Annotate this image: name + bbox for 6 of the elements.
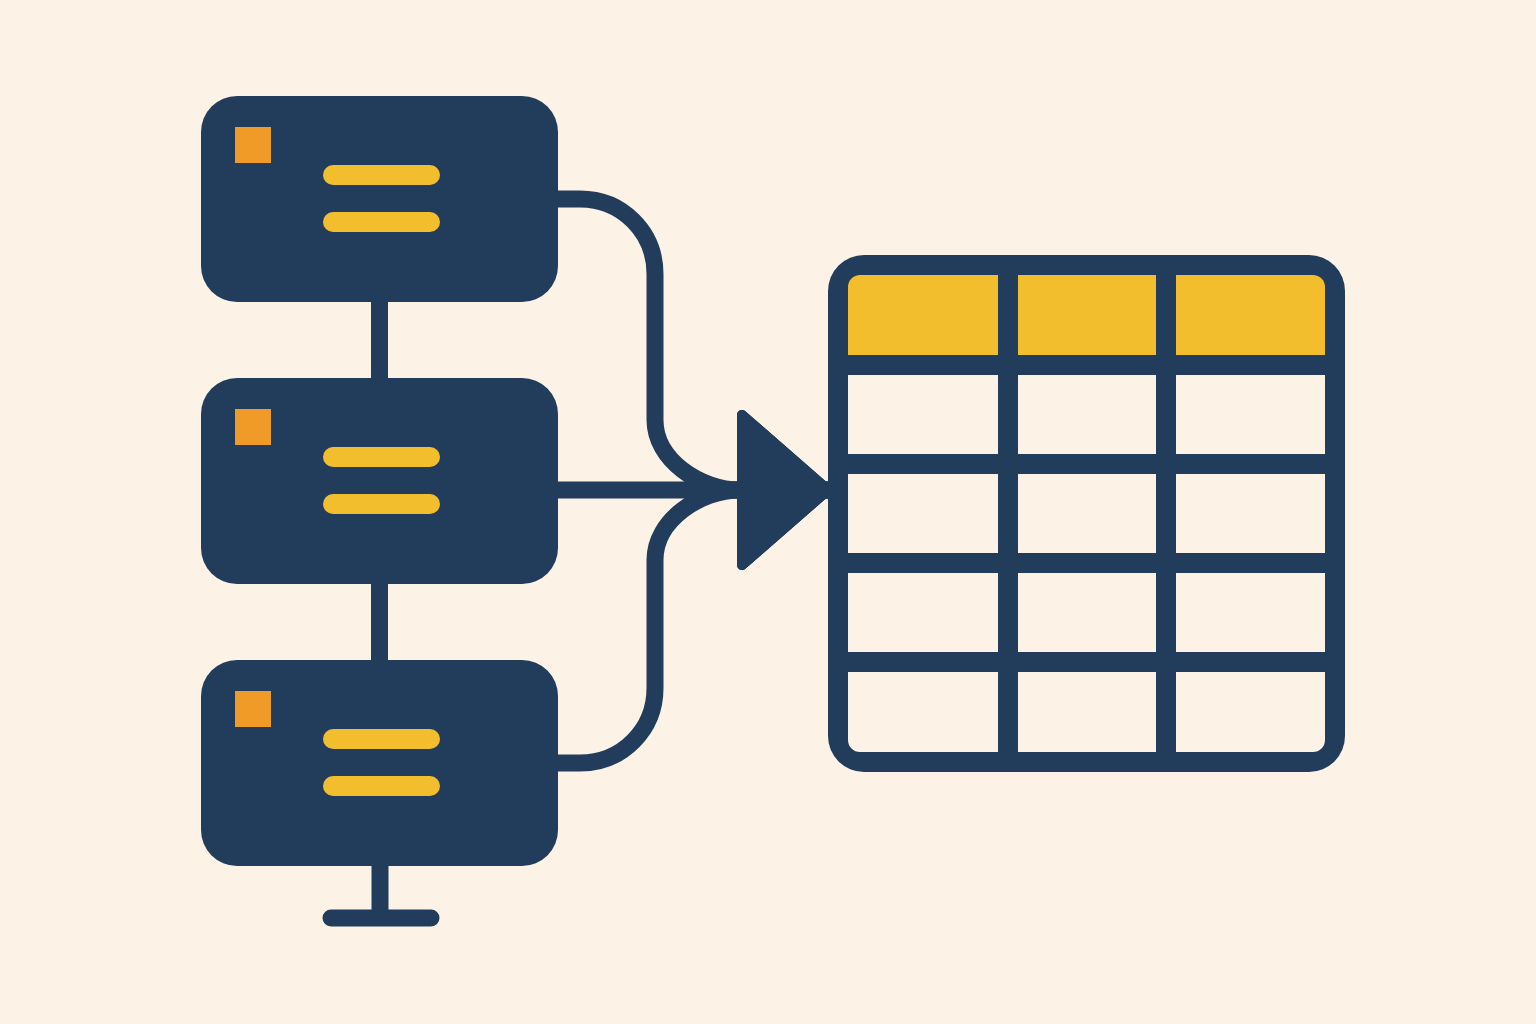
connector-line [371, 584, 388, 660]
connector-line [371, 302, 388, 378]
server-box [201, 96, 558, 302]
server-box [201, 378, 558, 584]
table-grid [828, 255, 1345, 772]
server-box [201, 660, 558, 866]
